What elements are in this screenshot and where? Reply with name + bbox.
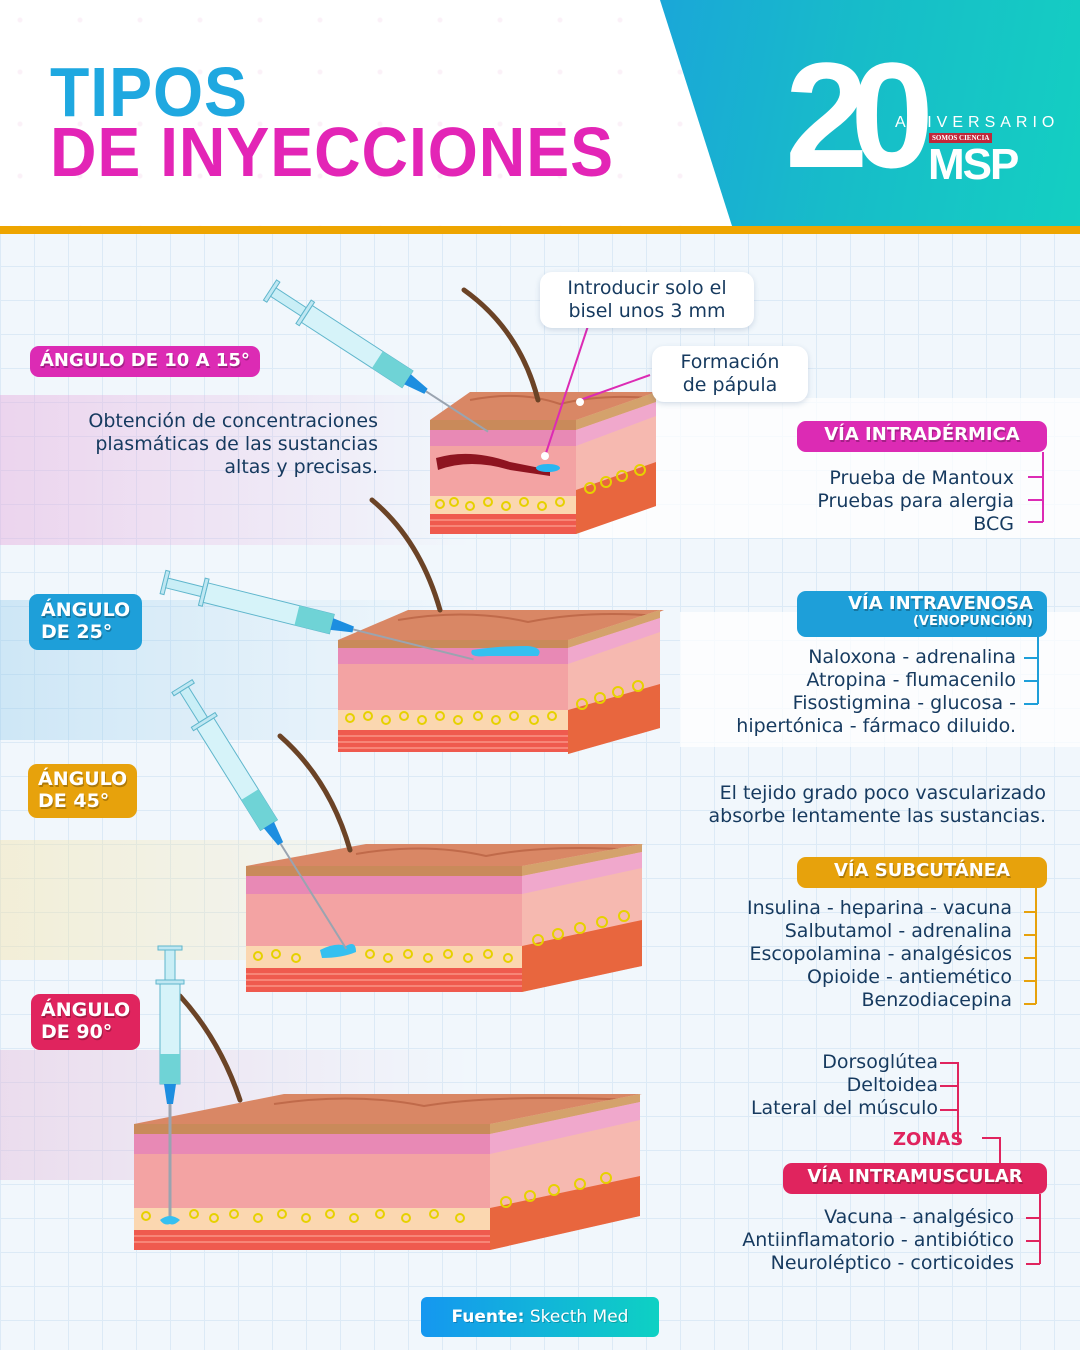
list-item: Vacuna - analgésico (824, 1206, 1014, 1228)
bracket-intravenosa (1024, 636, 1039, 705)
page-title-line2: DE INYECCIONES (50, 113, 614, 191)
skin-diagram-subcutanea (246, 844, 644, 992)
list-intravenosa: Naloxona - adrenalina Atropina - flumace… (736, 646, 1016, 738)
via-label-intradermica: VÍA INTRADÉRMICA (797, 421, 1047, 452)
list-item: BCG (973, 513, 1014, 535)
logo-brand: MSP (928, 140, 1019, 189)
angle-label-subcutanea: ÁNGULO DE 45° (28, 764, 138, 818)
description-line: absorbe lentamente las sustancias. (708, 805, 1047, 827)
page-title-line1: TIPOS (50, 53, 248, 131)
via-label-intravenosa: VÍA INTRAVENOSA (VENOPUNCIÓN) (797, 591, 1047, 637)
angle-label-line: DE 45° (38, 789, 110, 812)
description-line: Obtención de concentraciones (88, 410, 378, 432)
list-subcutanea: Insulina - heparina - vacuna Salbutamol … (747, 897, 1012, 1012)
angle-label-intravenosa: ÁNGULO DE 25° (29, 594, 143, 650)
callout-line: de pápula (682, 374, 778, 396)
list-intradermica: Prueba de Mantoux Pruebas para alergia B… (817, 467, 1014, 536)
zones-label: ZONAS (893, 1129, 964, 1150)
bracket-subcutanea (1024, 888, 1037, 1005)
list-item: Insulina - heparina - vacuna (747, 897, 1012, 919)
source-badge: Fuente: Skecth Med (421, 1297, 659, 1337)
via-label-intramuscular: VÍA INTRAMUSCULAR (783, 1163, 1047, 1194)
bracket-intradermica (1028, 452, 1044, 523)
angle-label-line: ÁNGULO (41, 999, 131, 1021)
list-zonas: Dorsoglútea Deltoidea Lateral del múscul… (751, 1051, 938, 1120)
list-item: Naloxona - adrenalina (808, 646, 1016, 668)
description-line: El tejido grado poco vascularizado (719, 782, 1046, 804)
list-item: hipertónica - fármaco diluido. (736, 715, 1016, 737)
logo-panel (660, 0, 1080, 226)
bracket-intramuscular (1026, 1194, 1041, 1265)
via-label-subcutanea: VÍA SUBCUTÁNEA (797, 857, 1047, 888)
callout-line: bisel unos 3 mm (568, 300, 726, 322)
zone-item: Lateral del músculo (750, 1097, 938, 1119)
angle-label-intradermica: ÁNGULO DE 10 A 15° (30, 346, 260, 377)
source-label: Fuente: (451, 1307, 525, 1327)
list-item: Fisostigmina - glucosa - (792, 692, 1016, 714)
description-line: altas y precisas. (224, 456, 378, 478)
angle-label-line: ÁNGULO (38, 768, 128, 790)
description-intradermica: Obtención de concentraciones plasmáticas… (36, 410, 378, 479)
skin-diagram-intramuscular (134, 1092, 642, 1250)
list-item: Antiinflamatorio - antibiótico (742, 1229, 1014, 1251)
angle-label-line: DE 25° (41, 620, 113, 643)
angle-label-intramuscular: ÁNGULO DE 90° (31, 994, 141, 1050)
callout-papula: Formación de pápula (652, 346, 808, 402)
header-divider (0, 226, 1080, 234)
logo-tagline: SOMOS CIENCIA (929, 133, 993, 143)
angle-label-line: DE 90° (41, 1020, 113, 1043)
callout-bisel: Introducir solo el bisel unos 3 mm (540, 272, 754, 328)
zone-item: Deltoidea (846, 1074, 938, 1096)
list-intramuscular: Vacuna - analgésico Antiinflamatorio - a… (742, 1206, 1014, 1275)
list-item: Opioide - antiemético (807, 966, 1012, 988)
callout-line: Formación (680, 351, 780, 373)
angle-label-line: ÁNGULO (41, 599, 131, 621)
callout-line: Introducir solo el (567, 277, 727, 299)
list-item: Prueba de Mantoux (829, 467, 1014, 489)
description-subcutanea: El tejido grado poco vascularizado absor… (626, 782, 1047, 828)
description-line: plasmáticas de las sustancias (95, 433, 378, 455)
bracket-zonas (940, 1062, 1001, 1164)
logo-aniversario: ANIVERSARIO (895, 114, 1060, 131)
via-label-title: VÍA INTRAVENOSA (848, 593, 1033, 614)
list-item: Neuroléptico - corticoides (770, 1252, 1014, 1274)
skin-diagram-intradermica (430, 392, 656, 534)
header (0, 0, 1080, 226)
via-label-subtitle: (VENOPUNCIÓN) (912, 613, 1033, 629)
list-item: Pruebas para alergia (817, 490, 1014, 512)
list-item: Benzodiacepina (861, 989, 1012, 1011)
list-item: Escopolamina - analgésicos (749, 943, 1013, 965)
skin-diagram-intravenosa (338, 610, 664, 754)
list-item: Atropina - flumacenilo (806, 669, 1016, 691)
list-item: Salbutamol - adrenalina (784, 920, 1012, 942)
zone-item: Dorsoglútea (822, 1051, 938, 1073)
source-value: Skecth Med (529, 1307, 629, 1327)
logo-number: 20 (785, 31, 934, 199)
